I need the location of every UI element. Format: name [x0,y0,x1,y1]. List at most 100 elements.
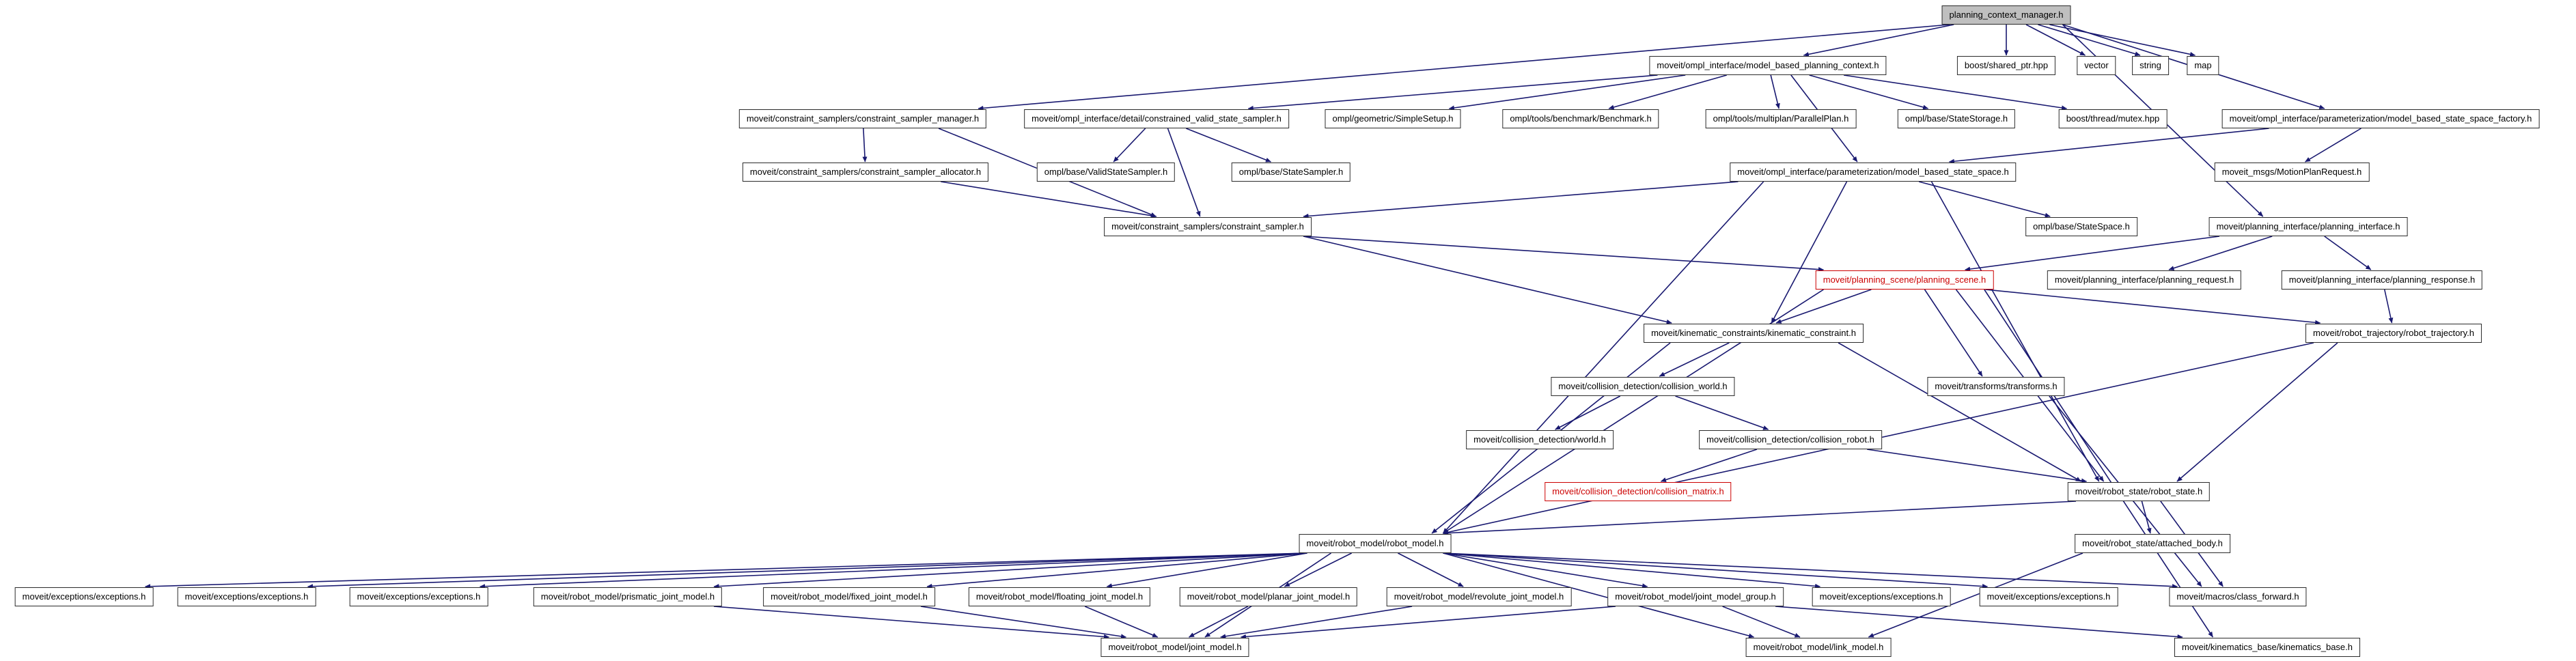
graph-node-fjm[interactable]: moveit/robot_model/fixed_joint_model.h [763,587,935,606]
include-edge-mbpc-simplesetup [1448,74,1686,111]
include-edge-cw-cr [1675,395,1769,430]
graph-node-tf[interactable]: moveit/transforms/transforms.h [1927,377,2065,396]
include-edge-rm-exc3 [480,552,1307,589]
graph-node-shared_ptr[interactable]: boost/shared_ptr.hpp [1956,56,2056,75]
graph-node-exc1[interactable]: moveit/exceptions/exceptions.h [14,587,154,606]
include-edge-kc-rs [1838,342,2081,482]
include-edge-cs-ps [1303,236,1824,272]
include-edge-mbpc-cvss [1247,74,1658,111]
include-edge-kc-cw [1659,342,1730,377]
graph-node-mpr[interactable]: moveit_msgs/MotionPlanRequest.h [2214,163,2370,182]
include-edge-pcm-mbpc [1803,24,1954,57]
graph-node-kc[interactable]: moveit/kinematic_constraints/kinematic_c… [1644,324,1864,343]
include-edge-mbssf-mpr [2305,128,2362,163]
graph-node-lm[interactable]: moveit/robot_model/link_model.h [1745,638,1892,657]
graph-node-cm[interactable]: moveit/collision_detection/collision_mat… [1545,482,1732,501]
include-edge-pi-pres [2324,236,2372,270]
include-edge-pi-ps [1965,236,2220,272]
graph-node-pjm[interactable]: moveit/robot_model/prismatic_joint_model… [533,587,723,606]
include-edge-rm-exc2 [307,552,1307,589]
graph-node-ab[interactable]: moveit/robot_state/attached_body.h [2075,534,2230,553]
include-edge-cr-cm [1660,449,1758,482]
graph-node-csm[interactable]: moveit/constraint_samplers/constraint_sa… [738,109,987,128]
graph-node-ss[interactable]: ompl/base/StateSampler.h [1231,163,1351,182]
include-edge-rs-ab [2141,501,2152,534]
graph-node-exc3[interactable]: moveit/exceptions/exceptions.h [349,587,488,606]
include-edge-rm-pjm [713,552,1307,589]
graph-node-map[interactable]: map [2187,56,2219,75]
include-edge-rm-exc4 [1443,552,1820,589]
include-edge-mbss-statespace [1918,181,2051,218]
graph-node-mbss[interactable]: moveit/ompl_interface/parameterization/m… [1730,163,2017,182]
include-edge-jmg-kb [1775,606,2183,639]
graph-node-preq[interactable]: moveit/planning_interface/planning_reque… [2047,270,2242,290]
include-edge-rm-exc1 [145,552,1307,589]
graph-node-vss[interactable]: ompl/base/ValidStateSampler.h [1036,163,1176,182]
graph-node-string[interactable]: string [2132,56,2169,75]
graph-node-pi[interactable]: moveit/planning_interface/planning_inter… [2208,217,2408,236]
include-edge-pcm-string [2038,24,2141,57]
include-edge-fljm-jm [1084,606,1159,638]
include-edge-jmg-jm [1241,606,1616,639]
graph-node-rs[interactable]: moveit/robot_state/robot_state.h [2067,482,2211,501]
include-edge-rm-pljm [1284,552,1353,587]
graph-node-exc5[interactable]: moveit/exceptions/exceptions.h [1979,587,2118,606]
include-edge-cvss-ss [1186,128,1271,163]
graph-node-benchmark[interactable]: ompl/tools/benchmark/Benchmark.h [1502,109,1659,128]
include-edge-ps-kb [1984,289,2214,638]
include-edge-cw-world [1555,395,1621,430]
graph-node-exc4[interactable]: moveit/exceptions/exceptions.h [1812,587,1951,606]
graph-node-kb[interactable]: moveit/kinematics_base/kinematics_base.h [2174,638,2361,657]
include-edge-rt-rs [2176,342,2338,482]
include-edge-mbpc-mutex [1843,74,2067,111]
graph-node-world[interactable]: moveit/collision_detection/world.h [1466,430,1614,449]
graph-node-exc2[interactable]: moveit/exceptions/exceptions.h [177,587,316,606]
graph-node-statespace[interactable]: ompl/base/StateSpace.h [2025,217,2137,236]
graph-node-jmg[interactable]: moveit/robot_model/joint_model_group.h [1607,587,1784,606]
graph-node-ps[interactable]: moveit/planning_scene/planning_scene.h [1815,270,1994,290]
include-edge-ps-tf [1924,289,1983,377]
include-edge-rs-rm [1443,501,2077,536]
graph-node-parallelplan[interactable]: ompl/tools/multiplan/ParallelPlan.h [1705,109,1857,128]
include-edge-mbpc-benchmark [1608,74,1727,110]
graph-node-cw[interactable]: moveit/collision_detection/collision_wor… [1551,377,1735,396]
graph-node-mbpc[interactable]: moveit/ompl_interface/model_based_planni… [1649,56,1887,75]
graph-node-mutex[interactable]: boost/thread/mutex.hpp [2058,109,2168,128]
graph-node-simplesetup[interactable]: ompl/geometric/SimpleSetup.h [1325,109,1461,128]
include-edge-rm-fjm [926,552,1307,589]
include-edge-pljm-jm [1189,606,1249,638]
include-edge-mbss-kc [1771,181,1848,324]
graph-node-csa[interactable]: moveit/constraint_samplers/constraint_sa… [742,163,989,182]
include-edge-ps-kc [1775,289,1872,324]
include-edge-rm-fljm [1106,552,1307,589]
graph-node-pcm: planning_context_manager.h [1941,5,2071,25]
graph-node-cr[interactable]: moveit/collision_detection/collision_rob… [1699,430,1882,449]
include-edge-fjm-jm [920,606,1126,639]
graph-node-cs[interactable]: moveit/constraint_samplers/constraint_sa… [1104,217,1312,236]
graph-node-cf[interactable]: moveit/macros/class_forward.h [2169,587,2307,606]
graph-node-pres[interactable]: moveit/planning_interface/planning_respo… [2281,270,2483,290]
graph-node-statestorage[interactable]: ompl/base/StateStorage.h [1897,109,2016,128]
include-edge-cs-kc [1303,236,1672,324]
include-edge-mbssf-mbss [1948,128,2269,164]
include-edge-rjm-jm [1220,606,1413,639]
graph-node-jm[interactable]: moveit/robot_model/joint_model.h [1100,638,1249,657]
include-edge-csa-cs [941,181,1157,219]
graph-node-mbssf[interactable]: moveit/ompl_interface/parameterization/m… [2221,109,2540,128]
graph-node-rjm[interactable]: moveit/robot_model/revolute_joint_model.… [1386,587,1572,606]
graph-node-fljm[interactable]: moveit/robot_model/floating_joint_model.… [968,587,1151,606]
graph-node-rt[interactable]: moveit/robot_trajectory/robot_trajectory… [2305,324,2482,343]
graph-node-vector[interactable]: vector [2077,56,2116,75]
include-edge-pjm-jm [713,606,1109,639]
include-edge-rm-jmg [1443,552,1648,589]
include-edge-mbss-cs [1303,181,1739,219]
include-edge-rm-rjm [1398,552,1464,587]
graph-node-rm[interactable]: moveit/robot_model/robot_model.h [1299,534,1452,553]
include-edge-mbss-rm [1442,181,1764,534]
include-edge-csm-csa [862,128,868,163]
graph-node-pljm[interactable]: moveit/robot_model/planar_joint_model.h [1179,587,1358,606]
include-edge-rm-cf [1443,552,2178,589]
include-edge-rm-exc5 [1443,552,1988,589]
include-edge-pcm-vector [2025,24,2086,56]
graph-node-cvss[interactable]: moveit/ompl_interface/detail/constrained… [1024,109,1289,128]
